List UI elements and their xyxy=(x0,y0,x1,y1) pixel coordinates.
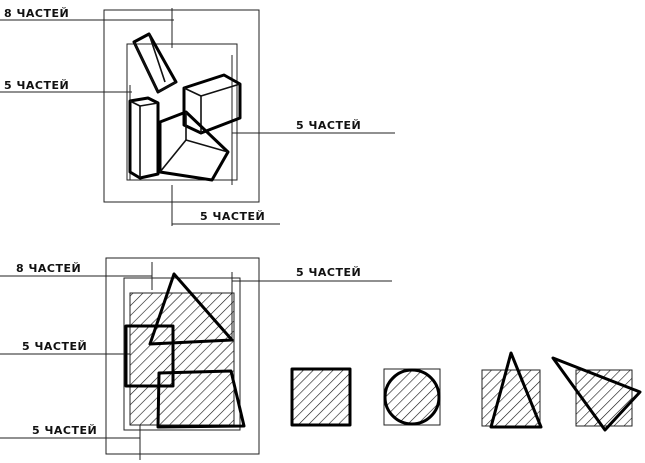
triangle-icon xyxy=(481,351,543,429)
bottom-5-right-label: 5 ЧАСТЕЙ xyxy=(296,266,361,279)
bottom-figure: 8 ЧАСТЕЙ 5 ЧАСТЕЙ 5 ЧАСТЕЙ 5 ЧАСТЕЙ xyxy=(0,257,392,460)
bottom-triangle xyxy=(148,272,234,346)
wedge xyxy=(158,110,230,182)
shape-row xyxy=(290,351,642,432)
hatched-field xyxy=(130,293,234,425)
top-5-left-label: 5 ЧАСТЕЙ xyxy=(4,79,69,92)
bottom-5-left-label: 5 ЧАСТЕЙ xyxy=(22,340,87,353)
top-5-bottom-label: 5 ЧАСТЕЙ xyxy=(200,210,265,223)
bottom-8-label: 8 ЧАСТЕЙ xyxy=(16,262,81,275)
bottom-left-rect xyxy=(124,324,175,388)
tall-column xyxy=(128,96,160,180)
triangular-prism xyxy=(132,32,178,94)
square-icon xyxy=(290,367,352,427)
top-outer-frame xyxy=(103,9,260,203)
bottom-trapezoid xyxy=(156,369,246,429)
top-8-label: 8 ЧАСТЕЙ xyxy=(4,7,69,20)
circle-icon xyxy=(383,368,441,426)
bottom-5-bottom-label: 5 ЧАСТЕЙ xyxy=(32,424,97,437)
bottom-outer-frame xyxy=(105,257,260,455)
top-5-right-label: 5 ЧАСТЕЙ xyxy=(296,119,361,132)
rotated-triangle-icon xyxy=(551,356,642,432)
top-inner-frame xyxy=(126,43,238,181)
top-figure: 8 ЧАСТЕЙ 5 ЧАСТЕЙ 5 ЧАСТЕЙ 5 ЧАСТЕЙ xyxy=(0,7,395,226)
